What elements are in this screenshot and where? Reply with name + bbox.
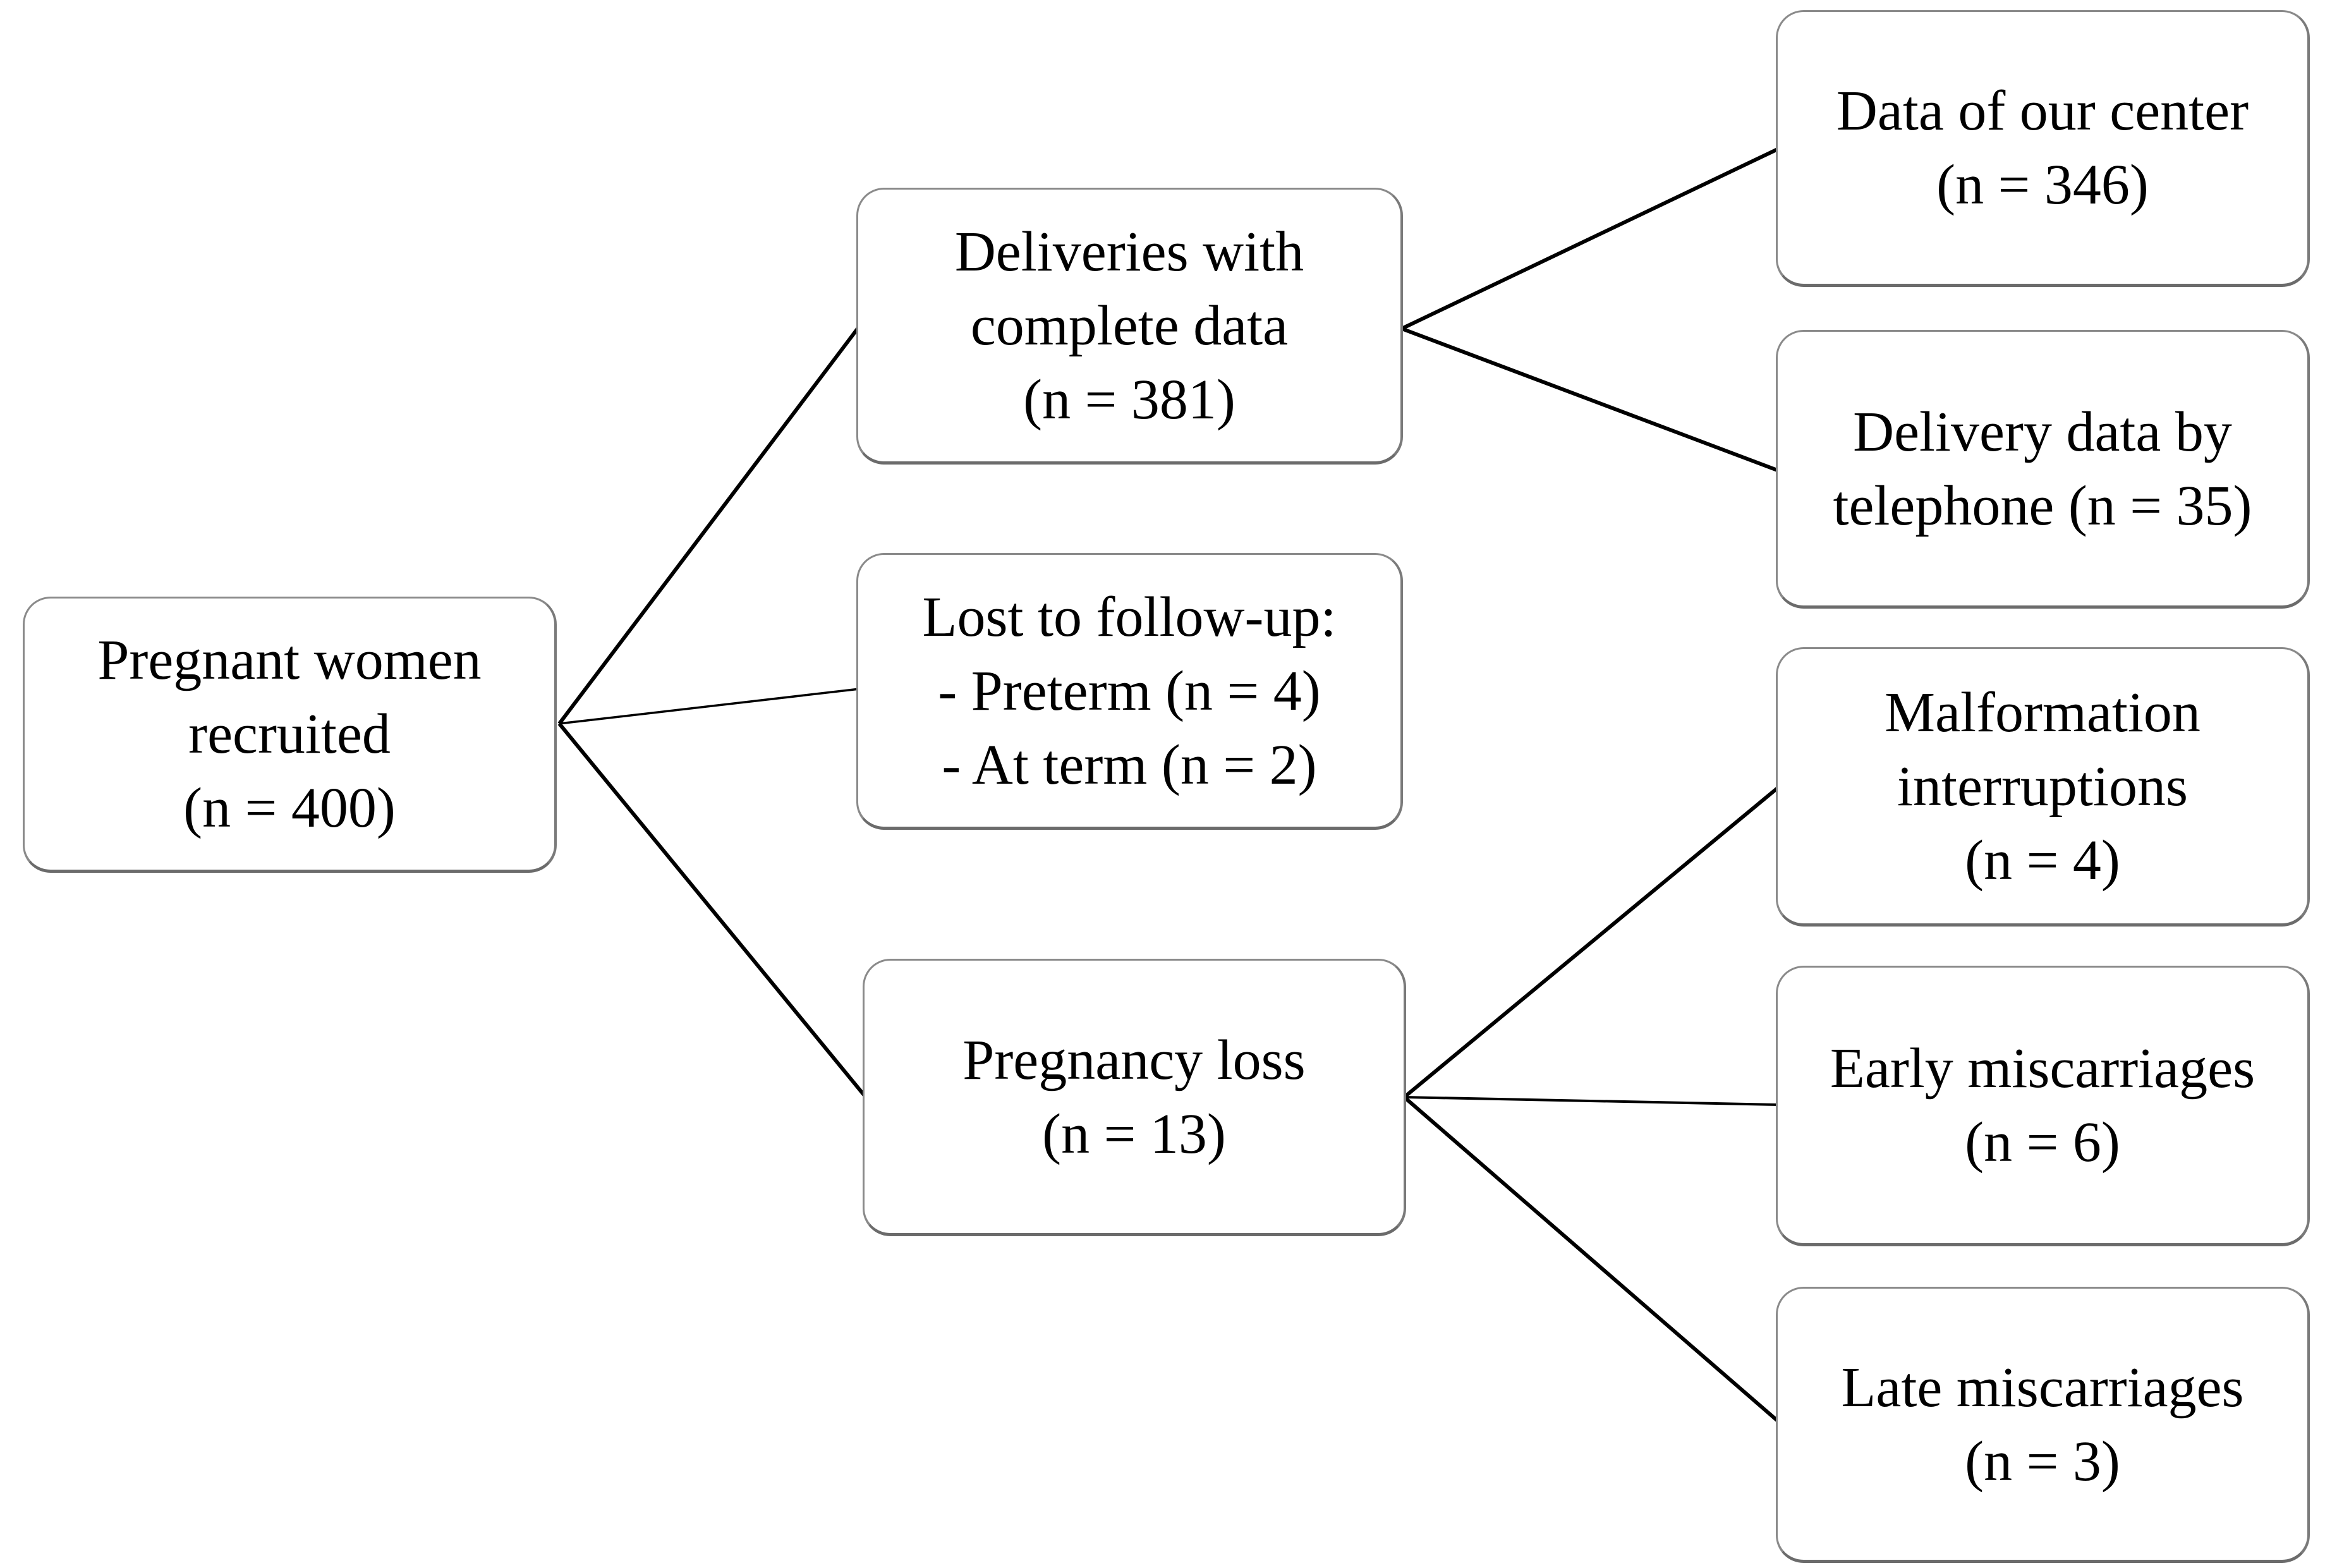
node-text-line: Lost to follow-up: <box>922 585 1337 648</box>
node-count-line: (n = 400) <box>183 777 396 839</box>
edge-pregnancy-loss-to-early-miscarriages <box>1404 1096 1780 1106</box>
edge-pregnancy-loss-to-late-miscarriages <box>1403 1095 1780 1424</box>
node-count-line: (n = 381) <box>1023 368 1235 431</box>
node-count-line: (n = 3) <box>1965 1430 2120 1493</box>
node-text-line: - At term (n = 2) <box>942 733 1317 796</box>
edge-pregnant-women-recruited-to-lost-to-follow-up <box>559 688 860 725</box>
node-count-line: (n = 346) <box>1936 154 2149 216</box>
node-pregnant-women-recruited: Pregnant women recruited (n = 400) <box>23 597 557 873</box>
node-early-miscarriages: Early miscarriages (n = 6) <box>1776 966 2310 1246</box>
edge-pregnant-women-recruited-to-pregnancy-loss <box>557 722 868 1098</box>
node-text-line: telephone (n = 35) <box>1833 474 2252 537</box>
node-lost-to-follow-up: Lost to follow-up: - Preterm (n = 4) - A… <box>856 553 1403 830</box>
node-text-line: complete data <box>970 294 1289 357</box>
node-text-line: Data of our center <box>1836 80 2249 142</box>
edge-pregnant-women-recruited-to-deliveries-with-complete-data <box>557 325 861 725</box>
node-text-line: - Preterm (n = 4) <box>938 659 1321 722</box>
node-text-line: Deliveries with <box>954 220 1304 283</box>
node-text-line: Malformation <box>1885 681 2201 744</box>
node-count-line: (n = 4) <box>1965 829 2120 892</box>
node-text-line: Early miscarriages <box>1830 1037 2255 1100</box>
edge-pregnancy-loss-to-malformation-interruptions <box>1403 785 1780 1099</box>
edge-deliveries-with-complete-data-to-data-of-our-center <box>1400 147 1780 331</box>
node-text-line: Delivery data by <box>1853 400 2232 463</box>
node-data-of-our-center: Data of our center (n = 346) <box>1776 10 2310 287</box>
node-count-line: (n = 13) <box>1042 1102 1226 1165</box>
node-text-line: recruited <box>188 703 391 765</box>
node-late-miscarriages: Late miscarriages (n = 3) <box>1776 1287 2310 1563</box>
node-malformation-interruptions: Malformation interruptions (n = 4) <box>1776 647 2310 927</box>
node-text-line: Pregnancy loss <box>962 1028 1306 1091</box>
node-text-line: Pregnant women <box>97 629 482 691</box>
node-text-line: Late miscarriages <box>1841 1356 2244 1419</box>
node-delivery-data-by-telephone: Delivery data by telephone (n = 35) <box>1776 330 2310 609</box>
node-count-line: (n = 6) <box>1965 1111 2120 1174</box>
node-pregnancy-loss: Pregnancy loss (n = 13) <box>863 959 1406 1236</box>
edge-deliveries-with-complete-data-to-delivery-data-by-telephone <box>1400 327 1780 473</box>
node-text-line: interruptions <box>1897 755 2188 818</box>
node-deliveries-with-complete-data: Deliveries with complete data (n = 381) <box>856 188 1403 465</box>
